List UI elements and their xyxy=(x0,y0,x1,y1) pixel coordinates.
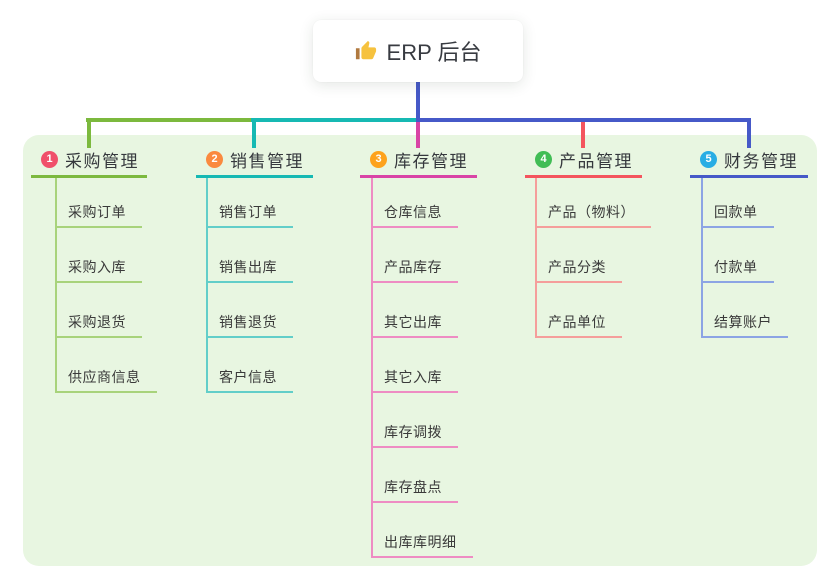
child-node[interactable]: 库存盘点 xyxy=(371,479,458,503)
branch-number-badge: 1 xyxy=(41,150,58,168)
branch-number-badge: 5 xyxy=(700,150,717,168)
connector-root-stem xyxy=(416,82,420,120)
branch-node-4[interactable]: 4 产品管理 xyxy=(535,148,633,171)
child-node[interactable]: 采购入库 xyxy=(55,259,142,283)
root-node-label: ERP 后台 xyxy=(386,40,482,65)
connector-drop-1 xyxy=(87,118,91,148)
child-node[interactable]: 产品分类 xyxy=(535,259,622,283)
child-node[interactable]: 销售退货 xyxy=(206,314,293,338)
child-node[interactable]: 产品（物料） xyxy=(535,204,651,228)
connector-trunk-mid-teal xyxy=(251,118,418,122)
connector-trunk-left-green xyxy=(86,118,255,122)
branch-underline xyxy=(525,175,642,178)
child-node[interactable]: 其它入库 xyxy=(371,369,458,393)
connector-drop-4 xyxy=(581,122,585,148)
branch-node-label: 产品管理 xyxy=(559,151,633,171)
child-node[interactable]: 采购订单 xyxy=(55,204,142,228)
child-node[interactable]: 仓库信息 xyxy=(371,204,458,228)
connector-trunk-right-blue xyxy=(416,118,750,122)
branch-node-label: 采购管理 xyxy=(65,151,139,171)
child-node[interactable]: 结算账户 xyxy=(701,314,788,338)
branch-node-label: 销售管理 xyxy=(230,151,304,171)
child-node[interactable]: 客户信息 xyxy=(206,369,293,393)
thumbs-up-icon xyxy=(355,40,377,62)
root-node[interactable]: ERP 后台 xyxy=(313,20,523,82)
child-node[interactable]: 出库库明细 xyxy=(371,534,473,558)
branch-node-3[interactable]: 3 库存管理 xyxy=(370,148,468,171)
branch-child-line xyxy=(701,178,703,338)
child-node[interactable]: 产品库存 xyxy=(371,259,458,283)
child-node[interactable]: 产品单位 xyxy=(535,314,622,338)
connector-drop-3 xyxy=(416,122,420,148)
child-node[interactable]: 库存调拨 xyxy=(371,424,458,448)
child-node[interactable]: 销售出库 xyxy=(206,259,293,283)
branch-number-badge: 3 xyxy=(370,150,387,168)
branch-underline xyxy=(196,175,313,178)
connector-drop-2 xyxy=(252,118,256,148)
child-node[interactable]: 供应商信息 xyxy=(55,369,157,393)
branch-child-line xyxy=(206,178,208,393)
branch-node-5[interactable]: 5 财务管理 xyxy=(700,148,798,171)
branch-child-line xyxy=(535,178,537,338)
child-node[interactable]: 回款单 xyxy=(701,204,774,228)
branch-number-badge: 2 xyxy=(206,150,223,168)
connector-drop-5 xyxy=(747,118,751,148)
branch-node-label: 库存管理 xyxy=(394,151,468,171)
branch-node-1[interactable]: 1 采购管理 xyxy=(41,148,139,171)
branch-child-line xyxy=(55,178,57,393)
child-node[interactable]: 采购退货 xyxy=(55,314,142,338)
branch-node-2[interactable]: 2 销售管理 xyxy=(206,148,304,171)
child-node[interactable]: 其它出库 xyxy=(371,314,458,338)
branch-underline xyxy=(690,175,808,178)
branch-node-label: 财务管理 xyxy=(724,151,798,171)
branch-number-badge: 4 xyxy=(535,150,552,168)
branch-underline xyxy=(360,175,477,178)
branch-underline xyxy=(31,175,147,178)
branch-child-line xyxy=(371,178,373,558)
branches-panel xyxy=(23,135,817,566)
child-node[interactable]: 销售订单 xyxy=(206,204,293,228)
child-node[interactable]: 付款单 xyxy=(701,259,774,283)
